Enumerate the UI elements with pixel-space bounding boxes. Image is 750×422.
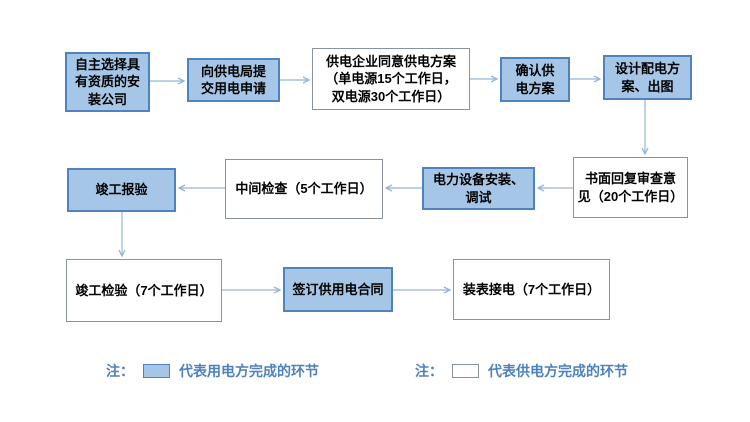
flow-node-written-review-reply: 书面回复审查意 见（20个工作日）: [573, 157, 688, 218]
flow-node-utility-approves-plan: 供电企业同意供电方案 （单电源15个工作日， 双电源30个工作日）: [312, 48, 470, 110]
legend-consumer: 注： 代表用电方完成的环节: [106, 364, 319, 378]
legend-supplier: 注： 代表供电方完成的环节: [415, 364, 628, 378]
legend-consumer-swatch: [143, 364, 170, 378]
flow-node-equipment-installation: 电力设备安装、 调试: [422, 167, 535, 210]
flow-node-meter-and-connect: 装表接电（7个工作日）: [453, 259, 610, 320]
flow-node-interim-inspection: 中间检查（5个工作日）: [225, 159, 383, 219]
flow-node-completion-inspection: 竣工检验（7个工作日）: [66, 259, 222, 322]
legend-supplier-text: 代表供电方完成的环节: [488, 363, 628, 379]
legend-consumer-prefix: 注：: [106, 363, 134, 379]
legend-supplier-prefix: 注：: [415, 363, 443, 379]
legend-supplier-swatch: [452, 364, 479, 378]
flow-node-choose-installer: 自主选择具 有资质的安 装公司: [65, 52, 150, 112]
flow-node-confirm-plan: 确认供 电方案: [500, 57, 570, 102]
legend-consumer-text: 代表用电方完成的环节: [179, 363, 319, 379]
flow-node-design-distribution: 设计配电方 案、出图: [603, 55, 692, 100]
flow-node-completion-report: 竣工报验: [67, 168, 176, 212]
flow-node-submit-application: 向供电局提 交用电申请: [187, 58, 280, 102]
flow-node-sign-supply-contract: 签订供用电合同: [283, 267, 393, 312]
